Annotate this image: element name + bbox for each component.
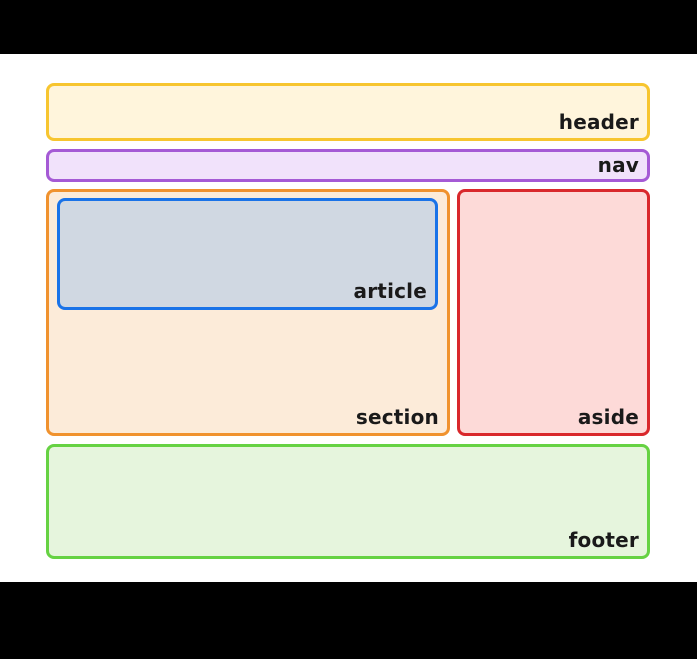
footer-box: footer	[46, 444, 650, 559]
layout-diagram: header nav section article aside footer	[0, 54, 697, 582]
nav-box: nav	[46, 149, 650, 182]
article-label: article	[353, 279, 427, 303]
footer-label: footer	[568, 528, 639, 552]
section-label: section	[355, 405, 439, 429]
article-box: article	[57, 198, 438, 310]
header-box: header	[46, 83, 650, 141]
header-label: header	[558, 110, 639, 134]
aside-box: aside	[457, 189, 650, 436]
aside-label: aside	[577, 405, 639, 429]
nav-label: nav	[597, 153, 639, 177]
